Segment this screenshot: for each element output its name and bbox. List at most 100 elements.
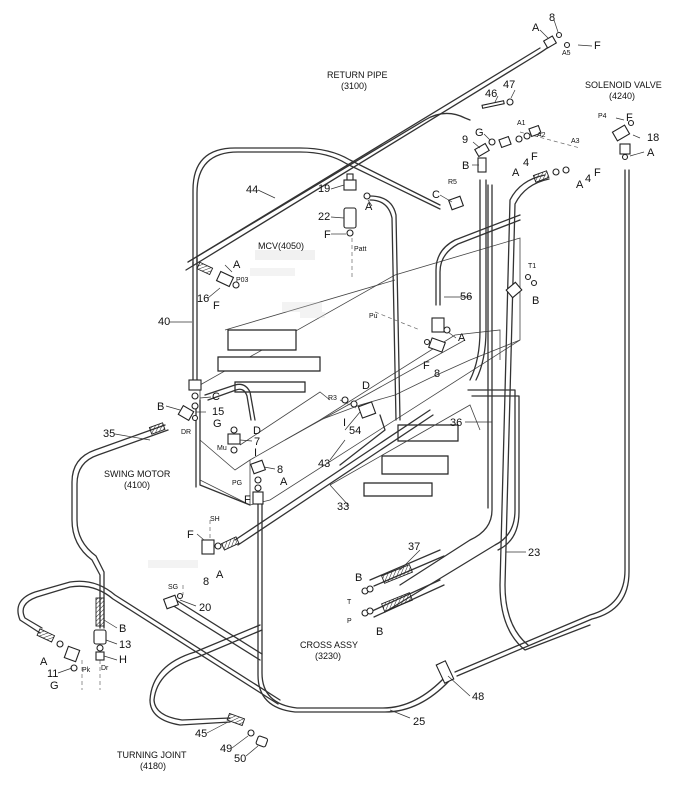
label-n23: 23 [528,547,541,559]
label-cmp-turn-code: (4180) [140,761,167,771]
label-n44: 44 [246,184,259,196]
label-n43: 43 [318,458,331,470]
fitting-35-end [148,422,166,435]
pipe-20 [171,599,263,661]
label-cPk: Pk [82,667,91,674]
label-n49: 49 [220,743,233,755]
label-cDr: Dr [101,665,109,672]
label-pA3: A [512,167,520,179]
label-pB1: B [462,160,470,172]
fitting-22 [343,207,357,237]
label-n40: 40 [158,316,171,328]
pipes [17,43,630,726]
label-n4a: 4 [523,157,530,169]
fitting-46-47 [481,98,514,109]
label-cmp-sol: SOLENOID VALVE [585,80,662,90]
mcv-panel-6 [363,482,433,497]
label-pA7: A [458,332,466,344]
label-n33: 33 [337,501,350,513]
label-pF8: F [244,494,251,506]
label-cT: T [347,599,352,606]
label-pD1: D [362,380,370,392]
pipe-lower-loop [17,580,281,705]
label-pB4: B [355,572,363,584]
label-cA5: A5 [562,50,571,57]
label-pG3: G [50,680,59,692]
label-n18: 18 [647,132,660,144]
label-cmp-mcv: MCV(4050) [258,241,305,251]
label-cMu: Mu [217,445,227,452]
label-pB3: B [157,401,165,413]
fitting-16 [196,261,240,289]
label-pA1: A [532,22,540,34]
label-cSH: SH [210,516,220,523]
fitting-t1 [505,273,538,299]
label-n35: 35 [103,428,116,440]
fitting-r5 [447,195,465,211]
label-cR3: R3 [328,395,337,402]
mcv-panel-5 [381,455,449,475]
label-n47: 47 [503,79,516,91]
label-n56: 56 [460,291,473,303]
pipe-36 [384,389,520,613]
label-cDR: DR [181,429,192,436]
pipe-40 [192,257,198,386]
leader-lines [57,19,645,757]
label-cA1: A1 [517,120,526,127]
label-pD2: D [253,425,261,437]
label-cPu: Pu [369,313,378,320]
label-cA2: A2 [537,132,546,139]
label-n46: 46 [485,88,498,100]
fitting-sg [162,592,184,610]
label-pA10: A [40,656,48,668]
label-n48: 48 [472,691,485,703]
label-pF4: F [594,167,601,179]
label-pF7: F [423,360,430,372]
pipe-56 [435,214,521,306]
label-pI1: I [343,417,347,429]
label-n50: 50 [234,753,247,765]
fitting-pu [423,317,451,353]
label-n22: 22 [318,211,331,223]
label-pF9: F [187,529,194,541]
label-n16: 16 [197,293,210,305]
fitting-40-end [188,379,202,400]
fitting-11 [36,628,81,672]
fitting-r3 [341,396,377,419]
fitting-a3 [532,166,570,183]
label-n37: 37 [408,541,421,553]
fitting-19 [343,173,371,200]
label-cP: P [347,618,352,625]
label-cSG: SG [168,584,179,591]
clamp-48 [435,660,455,684]
label-cP03: P03 [236,277,249,284]
label-pI2: I [254,447,258,459]
label-pF5: F [324,229,331,241]
label-cmp-cross: CROSS ASSY [300,640,359,650]
mcv-panel-2 [217,356,321,372]
pipe-25 [257,499,451,713]
label-pF3: F [531,151,538,163]
pipe-43 [339,414,386,466]
fitting-45 [226,712,269,748]
label-pA9: A [216,569,224,581]
label-cmp-cross-code: (3230) [315,651,342,661]
label-cmp-turn: TURNING JOINT [117,750,187,760]
label-pC1: C [432,189,440,201]
pipe-23 [454,169,630,677]
label-pG2: G [213,418,222,430]
label-pA5: A [365,201,373,213]
label-n13: 13 [119,639,132,651]
label-n54: 54 [349,425,362,437]
label-n25: 25 [413,716,426,728]
pipe-44 [187,112,471,263]
label-pA4: A [576,179,584,191]
label-cA3: A3 [571,138,580,145]
fitting-9 [474,138,496,173]
fitting-sh [201,536,240,555]
label-pF2: F [626,112,633,124]
label-pB5: B [376,626,384,638]
label-cPG: PG [232,480,243,487]
label-n8d: 8 [203,576,210,588]
